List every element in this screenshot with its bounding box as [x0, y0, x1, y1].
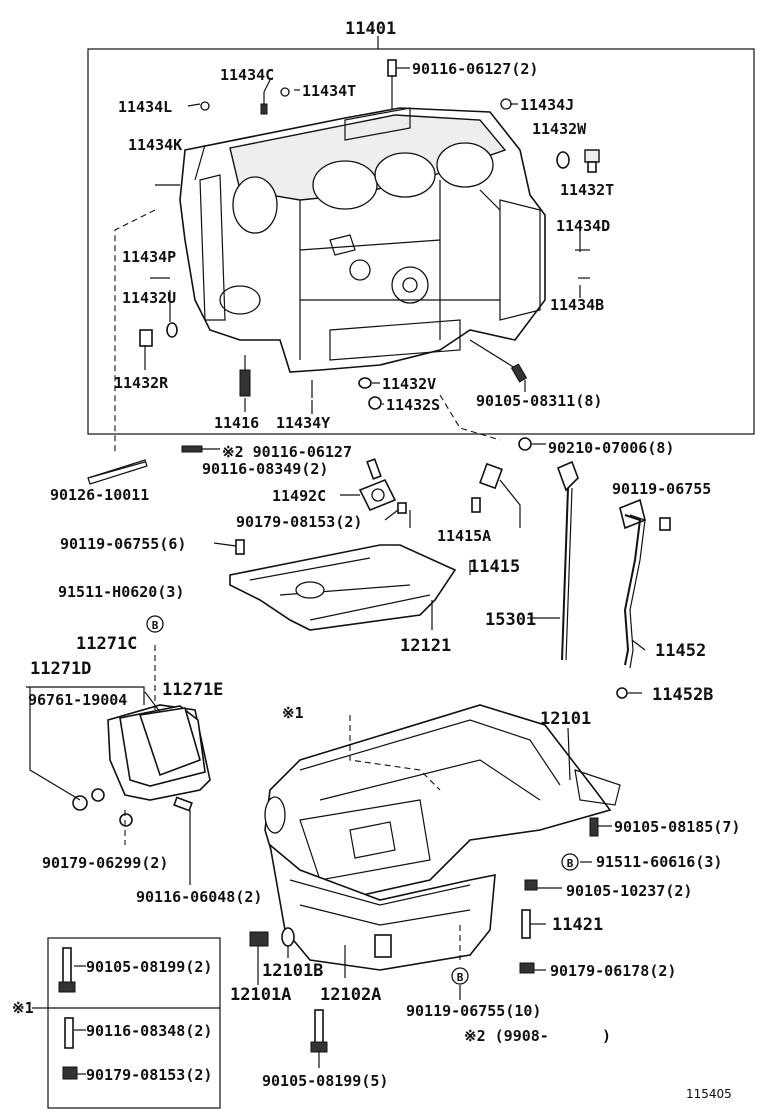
part-label: 11432R [114, 374, 169, 392]
part-label: 11434K [128, 136, 182, 154]
part-label: 11432W [532, 120, 587, 138]
part-label: 11434L [118, 98, 172, 116]
part-label: 11434B [550, 296, 604, 314]
part-label: 12101A [230, 985, 291, 1005]
part-label: 11416 [214, 414, 259, 432]
part-label: 90179-06178(2) [550, 962, 676, 980]
part-label: 11432U [122, 289, 176, 307]
part-label: 11432S [386, 396, 440, 414]
part-label: 11434C [220, 66, 274, 84]
part-label: 90105-08185(7) [614, 818, 740, 836]
oil-pan-upper [264, 704, 621, 901]
part-label: 11434J [520, 96, 574, 114]
part-label: 12102A [320, 985, 381, 1005]
lower-block-parts [87, 437, 671, 555]
baffle-hole [295, 581, 325, 599]
part-label: 11434Y [276, 414, 330, 432]
footnote-text: ) [602, 1027, 611, 1045]
part-label: 91511-60616(3) [596, 853, 722, 871]
part-label: 11401 [345, 19, 396, 39]
part-label: 11271C [76, 634, 137, 654]
callout-b-label: B [152, 619, 159, 632]
part-label: 15301 [485, 610, 536, 630]
callout-b-marks: B B B [146, 615, 579, 985]
part-label: 90179-08153(2) [86, 1066, 212, 1084]
cylinder-block-illustration [179, 107, 546, 373]
part-label: 11434D [556, 217, 610, 235]
callout-b-label: B [457, 971, 464, 984]
part-label: 11432V [382, 375, 436, 393]
footnote-mark: ※1 [12, 999, 34, 1017]
part-label: 12101B [262, 961, 323, 981]
part-label: 90126-10011 [50, 486, 149, 504]
part-label: 90179-08153(2) [236, 513, 362, 531]
part-label: 90116-06048(2) [136, 888, 262, 906]
part-label: 11415A [437, 527, 491, 545]
part-label: 12101 [540, 709, 591, 729]
part-label: 11492C [272, 487, 326, 505]
part-label: 11421 [552, 915, 603, 935]
part-label: 11434T [302, 82, 356, 100]
part-label: 90116-08348(2) [86, 1022, 212, 1040]
illustration-reference-number: 115405 [686, 1087, 732, 1101]
part-label: 90179-06299(2) [42, 854, 168, 872]
leader-lines [74, 67, 646, 1075]
oil-pan-lower [268, 842, 496, 971]
part-label: 12121 [400, 636, 451, 656]
part-label: 11271E [162, 680, 223, 700]
oil-pan-fasteners [249, 817, 599, 1053]
timing-chain-cover-plates [26, 645, 211, 845]
oil-dipstick [556, 460, 579, 661]
part-label: 11452 [655, 641, 706, 661]
part-label: 11432T [560, 181, 614, 199]
part-label: 11434P [122, 248, 176, 266]
part-label: 90105-08199(5) [262, 1072, 388, 1090]
part-label: 90116-08349(2) [202, 460, 328, 478]
part-label: 11271D [30, 659, 91, 679]
part-label: 90210-07006(8) [548, 439, 674, 457]
part-label: 90105-08311(8) [476, 392, 602, 410]
part-label: 90119-06755(10) [406, 1002, 541, 1020]
part-label: 11415 [469, 557, 520, 577]
part-label: 96761-19004 [28, 691, 127, 709]
footnote-text: ※2 (9908- [464, 1027, 549, 1045]
callout-b-label: B [567, 857, 574, 870]
part-label: 11452B [652, 685, 713, 705]
part-label: 90116-06127(2) [412, 60, 538, 78]
part-label: ※2 90116-06127 [222, 443, 352, 461]
footnote-fastener-box [32, 937, 221, 1109]
part-label: 90119-06755(6) [60, 535, 186, 553]
oil-baffle-plate [229, 544, 457, 631]
part-label: 90105-10237(2) [566, 882, 692, 900]
footnote-mark: ※1 [282, 704, 304, 722]
cylinder-block-frame [87, 48, 755, 435]
small-fittings [114, 59, 600, 455]
part-label: 90119-06755 [612, 480, 711, 498]
dipstick-guide-tube [616, 514, 646, 699]
part-label: 91511-H0620(3) [58, 583, 184, 601]
part-label: 90105-08199(2) [86, 958, 212, 976]
